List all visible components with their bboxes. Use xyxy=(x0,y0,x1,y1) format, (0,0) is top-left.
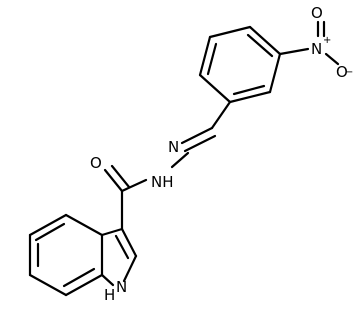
nitro-n-positive-charge: + xyxy=(323,35,331,46)
hydrazide-nh-label: NH xyxy=(151,173,174,191)
indole-nh-hydrogen-label: H xyxy=(104,286,115,304)
nitro-o-top-label: O xyxy=(311,4,323,22)
nitro-group xyxy=(278,20,340,66)
indole-pyrrole-ring xyxy=(100,227,138,287)
nitro-o-negative-charge: − xyxy=(345,67,353,78)
nitro-n-label: N xyxy=(311,40,322,58)
carbonyl-oxygen-label: O xyxy=(90,154,102,172)
indole-n-label: N xyxy=(116,278,127,296)
amide-hydrazone-chain xyxy=(103,100,232,231)
nitro-o-right-label: O xyxy=(336,63,348,81)
imine-n-label: N xyxy=(168,138,179,156)
nitrophenyl-ring xyxy=(198,25,282,104)
indole-benzene-ring xyxy=(28,213,104,297)
